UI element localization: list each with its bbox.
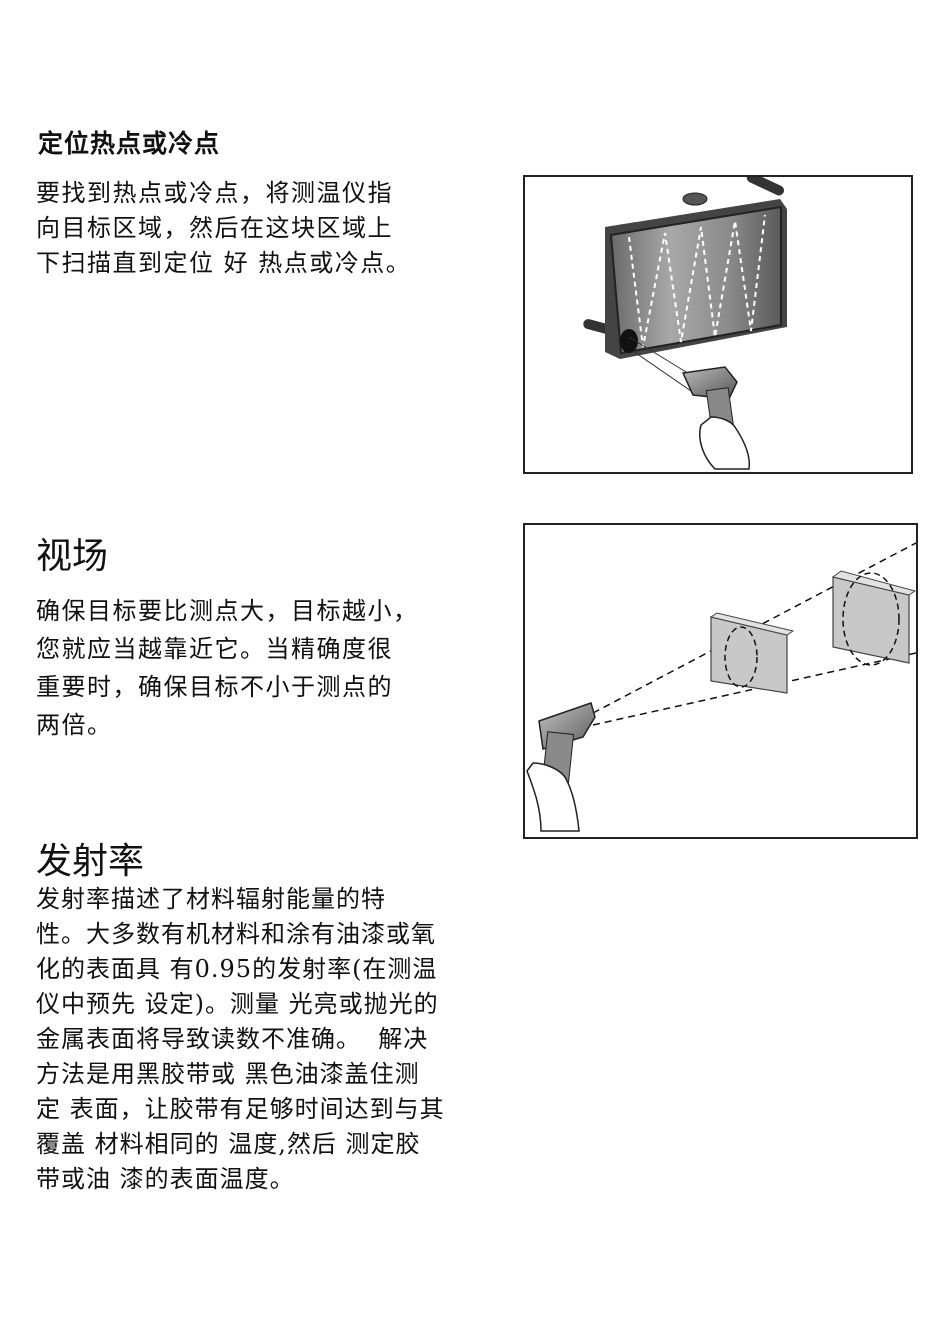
text-line: 仪中预先 设定)。测量 光亮或抛光的 — [36, 987, 445, 1022]
heading-locate-hot-cold-spot: 定位热点或冷点 — [38, 124, 220, 160]
heading-field-of-view: 视场 — [36, 527, 108, 579]
text-line: 覆盖 材料相同的 温度,然后 测定胶 — [36, 1127, 445, 1162]
text-line: 确保目标要比测点大，目标越小， — [36, 592, 419, 630]
text-line: 带或油 漆的表面温度。 — [36, 1162, 445, 1197]
text-line: 向目标区域，然后在这块区域上 — [36, 211, 411, 246]
text-line: 性。大多数有机材料和涂有油漆或氧 — [36, 917, 445, 952]
text-line: 重要时，确保目标不小于测点的 — [36, 668, 419, 706]
text-line: 金属表面将导致读数不准确。 解决 — [36, 1022, 445, 1057]
text-line: 发射率描述了材料辐射能量的特 — [36, 882, 445, 917]
text-line: 下扫描直到定位 好 热点或冷点。 — [36, 246, 411, 281]
heading-emissivity: 发射率 — [36, 832, 144, 884]
text-line: 要找到热点或冷点，将测温仪指 — [36, 176, 411, 211]
text-line: 方法是用黑胶带或 黑色油漆盖住测 — [36, 1057, 445, 1092]
text-line: 两倍。 — [36, 706, 419, 744]
paragraph-locate-hot-cold-spot: 要找到热点或冷点，将测温仪指 向目标区域，然后在这块区域上 下扫描直到定位 好 … — [36, 176, 411, 281]
paragraph-field-of-view: 确保目标要比测点大，目标越小， 您就应当越靠近它。当精确度很 重要时，确保目标不… — [36, 592, 419, 744]
text-line: 化的表面具 有0.95的发射率(在测温 — [36, 952, 445, 987]
radiator-scan-illustration — [523, 175, 913, 474]
field-of-view-illustration — [523, 523, 918, 839]
paragraph-emissivity: 发射率描述了材料辐射能量的特 性。大多数有机材料和涂有油漆或氧 化的表面具 有0… — [36, 882, 445, 1197]
text-line: 您就应当越靠近它。当精确度很 — [36, 630, 419, 668]
text-line: 定 表面，让胶带有足够时间达到与其 — [36, 1092, 445, 1127]
